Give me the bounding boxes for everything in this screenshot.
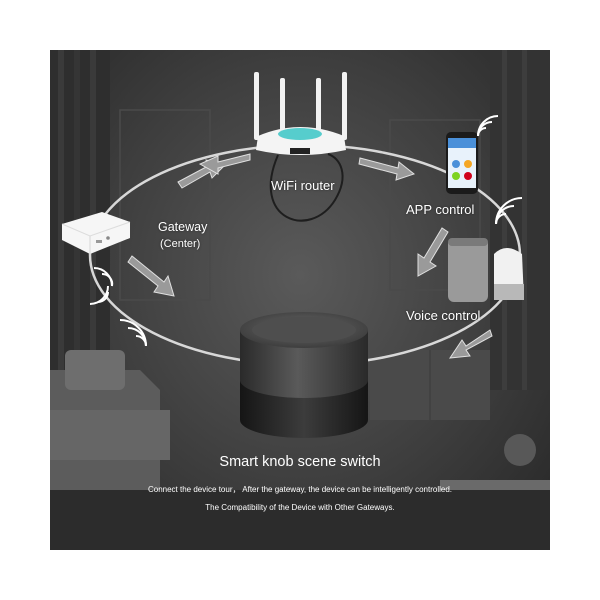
gateway-sublabel: (Center): [160, 238, 201, 250]
product-title: Smart knob scene switch: [219, 454, 381, 470]
arrow-icon: [198, 153, 251, 175]
app-control-label: APP control: [406, 202, 475, 217]
gateway-label: Gateway: [158, 220, 208, 234]
product-image: WiFi router Gateway (Center) APP control…: [50, 50, 550, 550]
arrow-icon: [417, 227, 449, 277]
router-label: WiFi router: [271, 178, 335, 193]
arrow-icon: [448, 329, 493, 359]
room-background: [50, 50, 550, 550]
signal-waves-icon: [89, 267, 114, 305]
knob-switch-icon: [240, 312, 368, 438]
arrow-icon: [127, 255, 175, 297]
voice-control-label: Voice control: [406, 308, 481, 323]
caption-line: Connect the device tour， After the gatew…: [147, 485, 453, 494]
signal-waves-icon: [119, 319, 147, 347]
gateway-hub-icon: [61, 212, 131, 254]
router-icon: [254, 72, 347, 155]
phone-icon: [446, 132, 478, 194]
caption-line: The Compatibility of the Device with Oth…: [205, 503, 395, 512]
signal-waves-icon: [495, 197, 523, 225]
signal-waves-icon: [477, 115, 499, 137]
smart-speaker-icon: [448, 238, 524, 302]
arrow-icon: [358, 157, 416, 181]
